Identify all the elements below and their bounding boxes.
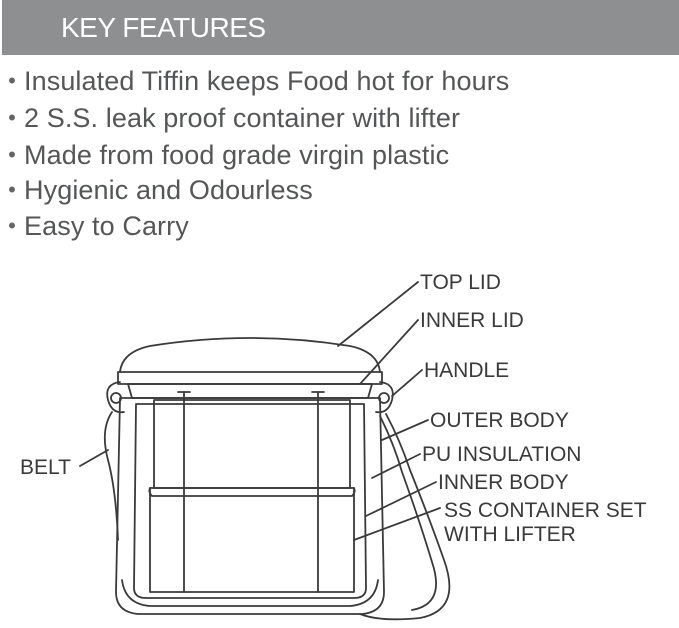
inner-lid-shape (127, 383, 373, 399)
leader-top-lid (337, 281, 419, 347)
label-ss-container-line1: SS CONTAINER SET (444, 499, 647, 522)
leader-pu-insulation (371, 453, 421, 479)
leader-ss-container (353, 507, 441, 541)
belt-strap-right-inner (379, 415, 437, 611)
feature-text: Made from food grade virgin plastic (24, 139, 450, 170)
leader-belt (79, 449, 109, 467)
feature-item: • Insulated Tiffin keeps Food hot for ho… (2, 64, 509, 98)
label-pu-insulation: PU INSULATION (422, 443, 581, 466)
leader-inner-body (365, 481, 437, 517)
handle-left (106, 381, 125, 414)
label-inner-lid: INNER LID (420, 309, 524, 332)
label-outer-body: OUTER BODY (430, 409, 569, 432)
feature-item: • Made from food grade virgin plastic (2, 138, 449, 172)
handle-pin-left (110, 392, 122, 404)
top-lid-rim (117, 371, 383, 385)
label-handle: HANDLE (424, 359, 509, 382)
feature-text: Insulated Tiffin keeps Food hot for hour… (24, 65, 510, 96)
feature-text: Hygienic and Odourless (24, 174, 313, 205)
leader-handle (391, 369, 423, 397)
feature-item: • Easy to Carry (2, 209, 189, 243)
bullet-icon: • (8, 142, 16, 167)
handle-right (375, 381, 394, 414)
label-inner-body: INNER BODY (438, 471, 569, 494)
belt-strap-right (359, 413, 451, 621)
feature-text: 2 S.S. leak proof container with lifter (24, 102, 461, 133)
outer-body-bottom (121, 579, 379, 607)
label-ss-container-line2: WITH LIFTER (444, 523, 576, 546)
feature-item: • Hygienic and Odourless (2, 173, 313, 207)
inner-body-shape (133, 403, 367, 599)
belt-strap (103, 411, 119, 541)
key-features-banner: KEY FEATURES (2, 0, 679, 55)
bullet-icon: • (8, 177, 16, 202)
container-rim (148, 487, 356, 497)
top-lid-shape (119, 337, 381, 373)
bullet-icon: • (8, 68, 16, 93)
leader-inner-lid (359, 319, 419, 385)
label-belt: BELT (20, 456, 71, 479)
outer-body-shape (115, 397, 385, 615)
bullet-icon: • (8, 105, 16, 130)
feature-text: Easy to Carry (24, 210, 189, 241)
handle-pin-right (378, 392, 390, 404)
bullet-icon: • (8, 213, 16, 238)
feature-item: • 2 S.S. leak proof container with lifte… (2, 101, 460, 135)
label-top-lid: TOP LID (420, 271, 501, 294)
ss-container-bottom (149, 487, 355, 593)
leader-outer-body (381, 419, 429, 441)
banner-title: KEY FEATURES (61, 12, 266, 43)
